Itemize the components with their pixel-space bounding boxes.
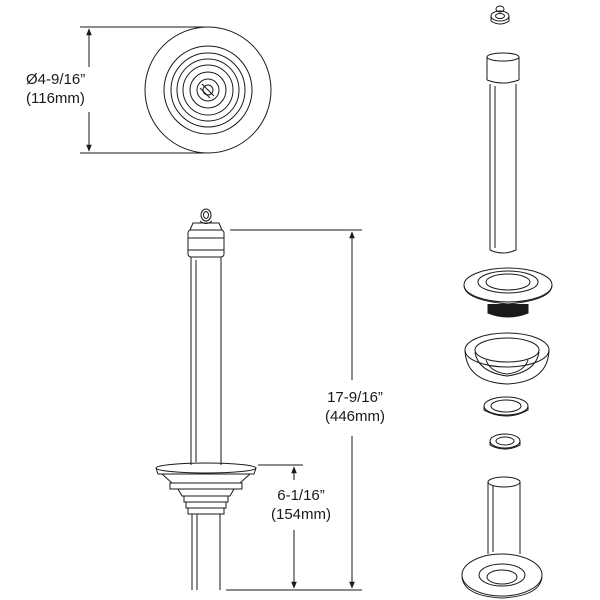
strainer-top-view xyxy=(144,26,272,154)
strainer-height-imperial: 6-1/16” xyxy=(277,487,325,504)
fiber-washer xyxy=(483,396,529,417)
long-tube xyxy=(486,52,520,254)
dimension-strainer-height xyxy=(258,464,303,589)
strainer-height-metric: (154mm) xyxy=(270,506,331,523)
assembled-side-view xyxy=(155,208,257,590)
overall-height-imperial: 17-9/16” xyxy=(327,389,383,406)
short-tailpiece xyxy=(487,476,521,554)
bottom-strainer-flange xyxy=(461,553,543,599)
dimension-top-diameter xyxy=(80,26,205,154)
stopper-knob xyxy=(490,5,510,25)
overall-height-label: 17-9/16” (446mm) xyxy=(300,388,410,426)
strainer-body xyxy=(463,267,553,318)
rubber-gasket xyxy=(464,332,550,385)
dimension-overall-height xyxy=(226,229,362,591)
strainer-height-label: 6-1/16” (154mm) xyxy=(246,486,356,524)
top-diameter-metric: (116mm) xyxy=(26,90,85,107)
locknut-ring xyxy=(489,433,521,450)
overall-height-metric: (446mm) xyxy=(324,408,385,425)
exploded-view xyxy=(461,5,553,599)
top-diameter-imperial: Ø4-9/16” xyxy=(26,71,86,88)
top-diameter-label: Ø4-9/16” (116mm) xyxy=(26,70,146,108)
